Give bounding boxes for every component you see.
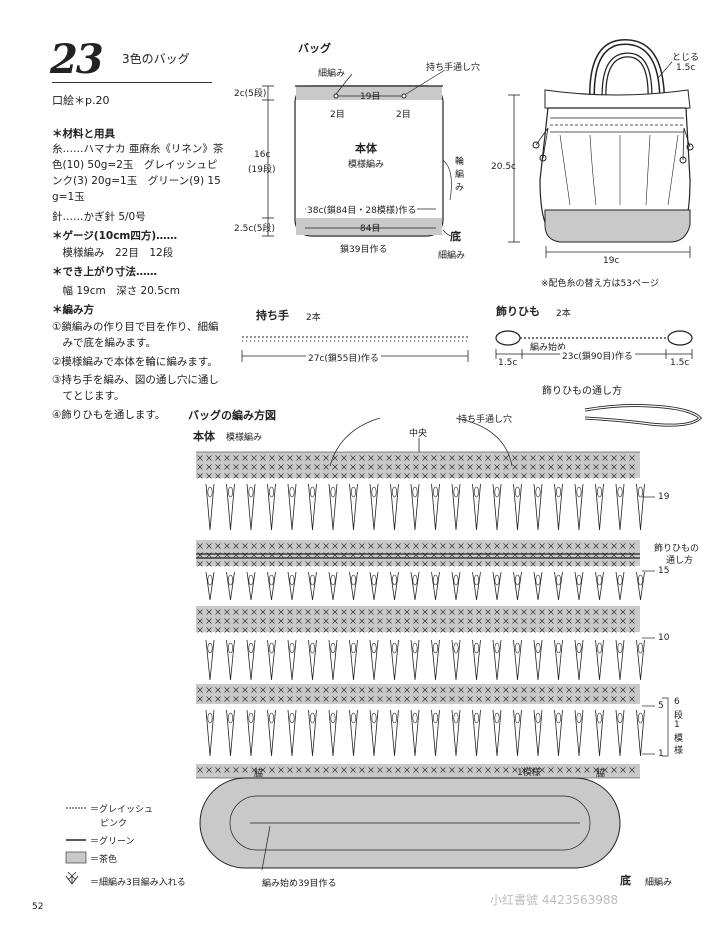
chart-title: バッグの編み方図 (188, 409, 276, 422)
chart-body-pattern: 模様編み (226, 433, 263, 443)
cord-path-label-2: 通し方 (666, 556, 694, 566)
handle-title: 持ち手 (256, 309, 289, 322)
stitch-chart (196, 451, 645, 779)
threading-title: 飾りひもの通し方 (542, 386, 622, 397)
info-line: 幅 19cm 深さ 20.5cm (52, 285, 180, 297)
legend-item-brown: ＝茶色 (90, 855, 118, 865)
finished-bag-illustration (508, 38, 694, 258)
page-number: 52 (32, 902, 44, 912)
info-line: ②模様編みで本体を輪に編みます。 (52, 356, 218, 368)
bag-label-84: 84目 (360, 224, 381, 234)
side-label-left: 脇 (254, 769, 264, 779)
bag-label-19me: 19目 (360, 92, 381, 102)
bag-label-mi: み (455, 183, 465, 193)
bag-title: バッグ (298, 42, 331, 55)
info-line: 針……かぎ針 5/0号 (52, 211, 146, 223)
info-line: ＊材料と用具 (52, 128, 115, 140)
finished-note: ※配色糸の替え方は53ページ (541, 279, 659, 289)
cord-right: 1.5c (670, 358, 690, 368)
legend-item-pink: ＝グレイッシュ (90, 805, 154, 815)
info-line: ③持ち手を編み、図の通し穴に通し (52, 374, 219, 386)
info-line: 模様編み 22目 12段 (52, 247, 174, 259)
pattern-title: 3色のバッグ (122, 52, 190, 66)
info-line: 糸……ハマナカ 亜麻糸《リネン》茶 (52, 143, 224, 155)
leader-line (329, 417, 381, 467)
info-line: 色(10) 50g=2玉 グレイッシュピ (52, 159, 218, 171)
base-hoso-label: 細編み (645, 878, 673, 888)
info-line: ＊編み方 (52, 304, 94, 316)
handle-count: 2本 (306, 313, 321, 323)
bag-label-2me-b: 2目 (396, 110, 411, 120)
info-line: てとじます。 (52, 390, 125, 402)
bag-label-16c: 16c (254, 150, 271, 160)
pattern-subtitle: 口絵＊p.20 (52, 94, 110, 107)
cord-start: 編み始め (530, 343, 567, 353)
row-number-19: 19 (658, 492, 670, 502)
chart-hole-label: 持ち手通し穴 (458, 415, 513, 425)
info-line: g=1玉 (52, 191, 85, 203)
side-label-right: 脇 (596, 769, 606, 779)
threading-diagram (584, 404, 703, 427)
finished-label-toji: とじる (672, 53, 700, 63)
one-pattern-label: 1模様 (517, 768, 541, 778)
chart-center-label: 中央 (409, 429, 428, 439)
finished-label-205c: 20.5c (491, 162, 516, 172)
bag-label-wa: 輪 (455, 157, 465, 167)
cord-title: 飾りひも (496, 305, 540, 318)
repeat-label: 6 (674, 697, 680, 707)
base-oval (199, 777, 621, 871)
bag-label-soko: 底 (450, 230, 461, 243)
repeat-label: 様 (674, 746, 684, 756)
repeat-label: 模 (674, 734, 684, 744)
base-label: 底 (620, 874, 631, 887)
bag-label-body: 本体 (355, 142, 377, 155)
watermark: 小红書號 4423563988 (490, 893, 619, 907)
row-number-15: 15 (658, 566, 670, 576)
legend-item-inc: ＝細編み3目編み入れる (90, 878, 186, 888)
row-arrows (196, 496, 669, 757)
repeat-label: 1 (674, 720, 680, 730)
info-line: ①鎖編みの作り目で目を作り、細編 (52, 321, 219, 333)
repeat-label: 段 (674, 711, 684, 721)
header-divider (52, 82, 212, 83)
cord-path-label-1: 飾りひもの (654, 544, 700, 554)
bag-label-pattern: 模様編み (348, 160, 385, 170)
bag-label-2c: 2c(5段) (234, 89, 267, 99)
legend-item-green: ＝グリーン (90, 837, 135, 847)
bag-label-hoso2: 細編み (438, 251, 466, 261)
info-line: ンク(3) 20g=1玉 グリーン(9) 15 (52, 175, 221, 187)
bag-label-hoso: 細編み (318, 69, 346, 79)
pattern-number: 23 (50, 36, 104, 83)
finished-label-19c: 19c (603, 256, 620, 266)
chart-body-label: 本体 (193, 430, 215, 443)
info-line: みで底を編みます。 (52, 337, 156, 349)
row-number-1: 1 (658, 749, 664, 759)
legend-item-pink-2: ピンク (100, 819, 128, 829)
bag-label-38c: 38c(鎖84目・28模様)作る (306, 203, 418, 216)
bag-label-19dan: (19段) (248, 165, 276, 175)
leader-line (455, 417, 513, 467)
finished-label-15c: 1.5c (676, 63, 696, 73)
cord-mid: 23c(鎖90目)作る (560, 349, 635, 362)
bag-label-2me-a: 2目 (330, 110, 345, 120)
start-note: 編み始め39目作る (262, 879, 337, 889)
cord-left: 1.5c (498, 358, 518, 368)
row-number-5: 5 (658, 701, 664, 711)
bag-label-39: 鎖39目作る (340, 245, 388, 255)
bag-schematic (262, 69, 453, 237)
row-number-10: 10 (658, 633, 670, 643)
info-line: ＊ゲージ(10cm四方)…… (52, 230, 178, 242)
info-line: ＊でき上がり寸法…… (52, 266, 157, 278)
bag-label-ami: 編 (455, 170, 465, 180)
handle-dim: 27c(鎖55目)作る (306, 351, 381, 364)
bag-label-25c: 2.5c(5段) (234, 224, 276, 234)
info-line: ④飾りひもを通します。 (52, 409, 166, 421)
cord-count: 2本 (556, 309, 571, 319)
bag-label-hole: 持ち手通し穴 (426, 63, 481, 73)
legend-swatches (65, 807, 87, 885)
